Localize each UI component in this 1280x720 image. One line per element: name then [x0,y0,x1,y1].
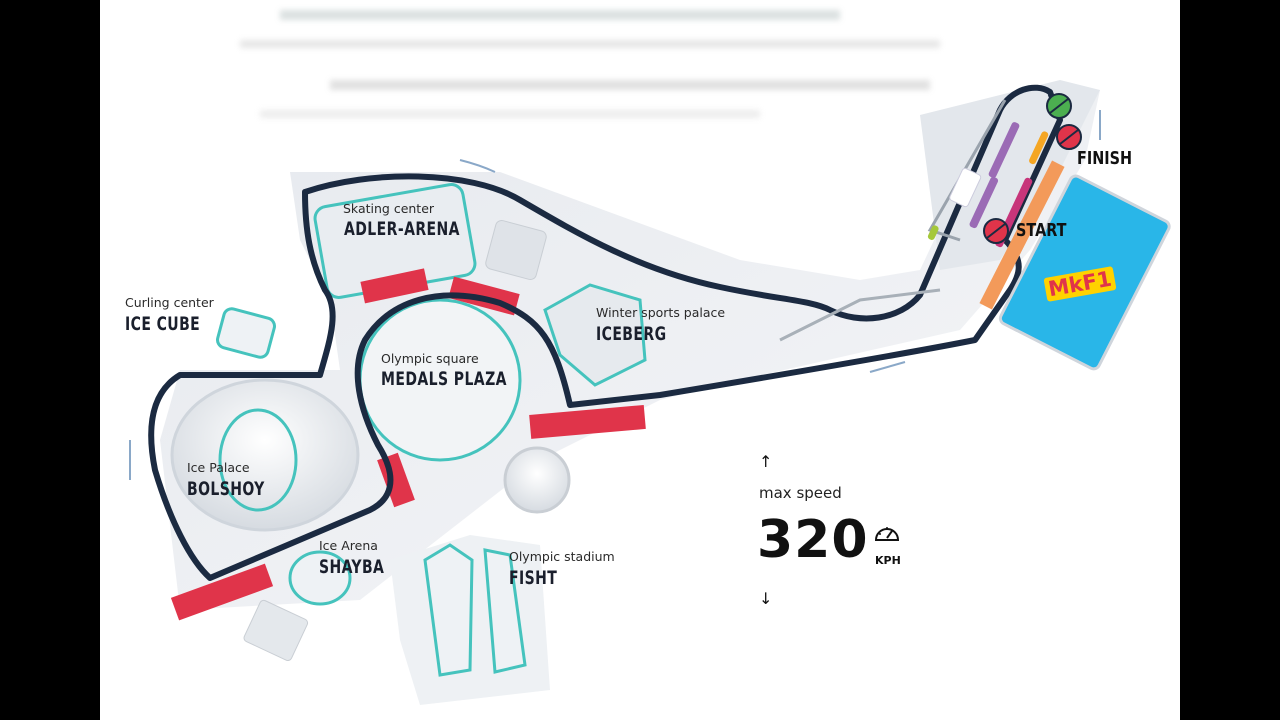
iceberg-building [543,283,647,387]
bolshoy-caption: Ice Palace [187,460,250,475]
fisht-building-east [483,548,527,674]
start-label: START [1016,220,1067,241]
fisht-building [423,543,474,677]
paddock-bar [988,122,1020,178]
adler-caption: Skating center [343,201,435,216]
medals-name: MEDALS PLAZA [381,368,507,390]
speed-value: 320 [757,510,869,570]
direction-arrow [869,361,906,373]
paddock-bar [949,167,982,208]
map-canvas: Skating center ADLER-ARENA Curling cente… [100,0,1180,720]
shayba-name: SHAYBA [319,556,385,578]
speed-caption: max speed [759,484,842,502]
shayba-caption: Ice Arena [319,538,378,553]
circuit-map [129,80,1171,705]
service-road [779,288,941,342]
medals-caption: Olympic square [381,351,479,366]
bolshoy-building [170,378,360,532]
speedometer-icon [874,527,900,541]
icecube-caption: Curling center [125,295,214,310]
fisht-name: FISHT [509,567,558,589]
shayba-building [288,550,352,606]
adler-name: ADLER-ARENA [344,218,460,240]
barrier [170,563,274,621]
barrier [360,268,429,304]
icecube-name: ICE CUBE [125,313,201,335]
shayba-block [243,599,309,662]
speed-up-arrow[interactable]: ↑ [759,452,773,471]
grandstand [979,160,1065,310]
barrier [529,404,646,439]
direction-arrow [459,159,496,173]
speed-unit: KPH [875,554,901,567]
paddock-bar [969,176,999,229]
blurred-header-decoration [240,10,940,118]
race-track [148,84,1063,581]
paddock-bar [927,225,939,240]
small-dome [503,446,571,514]
fisht-caption: Olympic stadium [509,549,615,564]
adler-arena-block [485,219,547,281]
bolshoy-outline [218,408,298,512]
ice-cube-building [216,307,276,359]
pit-lane [927,99,1007,242]
iceberg-caption: Winter sports palace [596,305,726,320]
paddock-bar [1029,131,1049,165]
speed-down-arrow[interactable]: ↓ [759,589,773,608]
iceberg-name: ICEBERG [596,323,667,345]
bolshoy-name: BOLSHOY [187,478,265,500]
finish-label: FINISH [1077,148,1133,169]
